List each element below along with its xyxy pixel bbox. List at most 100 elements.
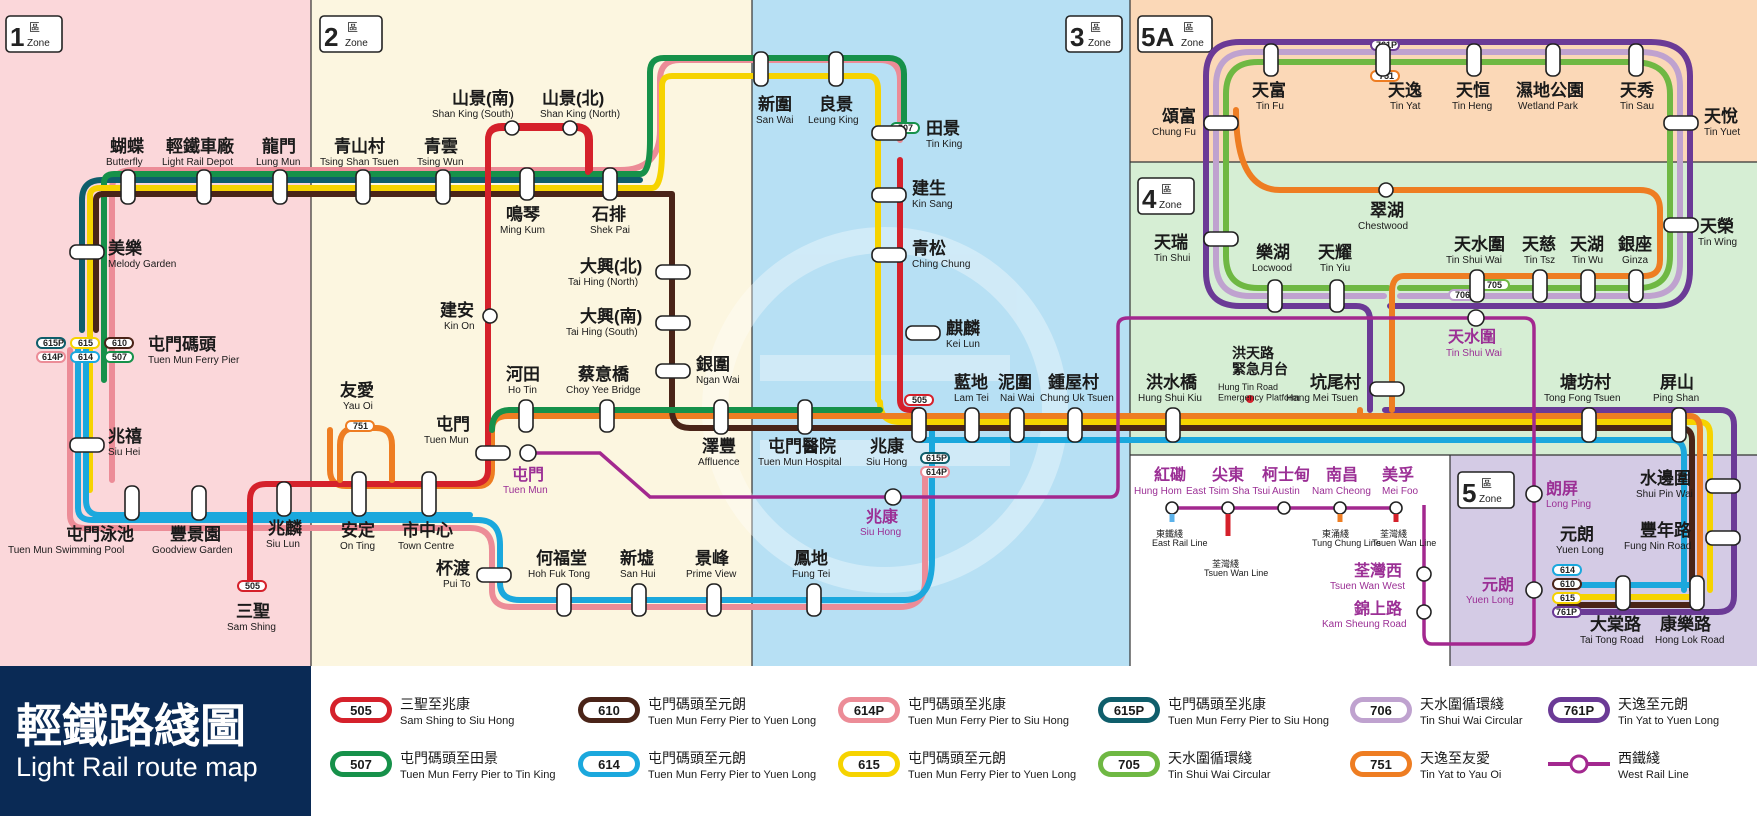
stop-shek-pai[interactable] [602,167,618,201]
zone-number: 1 [10,22,24,52]
stop-ho-tin[interactable] [518,399,534,433]
west-rail-station-zh: 元朗 [1482,575,1514,594]
stop-lung-mun[interactable] [272,169,288,205]
stop-tin-shui[interactable] [1203,231,1239,247]
station-name-en: Tin Shui Wai [1446,255,1502,266]
stop-tai-tong-road[interactable] [1615,575,1631,611]
station-name-en: Melody Garden [108,259,176,270]
wr-stop-siu-hong[interactable] [884,488,902,506]
stop-choy-yee-bridge[interactable] [599,399,615,433]
stop-shan-king-south[interactable] [504,120,520,136]
stop-ching-chung[interactable] [871,247,907,263]
station-name-zh: 蝴蝶 [110,136,145,156]
station-name-en: Prime View [686,569,737,580]
stop-tsing-shan-tsuen[interactable] [355,169,371,205]
stop-town-centre[interactable] [421,471,437,517]
zone-number: 4 [1142,184,1157,214]
stop-tuen-mun[interactable] [475,445,511,461]
stop-tin-yuet[interactable] [1663,115,1699,131]
stop-tong-fong-tsuen[interactable] [1581,407,1597,443]
route-lines [67,39,1737,615]
west-rail-station-en: Hung Hom [1134,486,1182,497]
stop-kin-sang[interactable] [871,187,907,203]
stop-tin-shui-wai[interactable] [1469,269,1485,303]
stop-tai-hing-north[interactable] [655,264,691,280]
stop-siu-hei[interactable] [69,437,105,453]
stop-tin-wu[interactable] [1580,269,1596,303]
wr-stop-tuen-mun[interactable] [519,444,537,462]
route-line-614 [83,337,473,518]
stop-ping-shan[interactable] [1671,407,1687,443]
stop-hang-mei-tsuen[interactable] [1369,381,1405,397]
stop-siu-lun[interactable] [276,481,292,517]
stop-shui-pin-wai[interactable] [1705,478,1741,494]
stop-chestwood[interactable] [1378,182,1394,198]
stop-melody-garden[interactable] [69,244,105,260]
stop-swimming-pool[interactable] [124,485,140,521]
stop-hung-tin-road[interactable] [1246,395,1254,403]
legend-description-en: Tin Yat to Yuen Long [1618,715,1719,727]
stop-affluence[interactable] [713,399,729,435]
stop-tin-wing[interactable] [1663,217,1699,233]
stop-wetland-park[interactable] [1545,43,1561,77]
stop-san-wai[interactable] [753,51,769,87]
wr-stop-kam-sheung-road[interactable] [1416,604,1432,620]
stop-tsing-wun[interactable] [435,169,451,205]
station-name-en: Locwood [1252,263,1292,274]
zone-number: 2 [324,22,338,52]
stop-chung-uk-tsuen[interactable] [1067,407,1083,443]
station-name-zh: 銀圍 [696,354,730,374]
wr-stop-austin[interactable] [1277,501,1291,515]
wr-stop-hung-hom[interactable] [1165,501,1179,515]
stop-fung-tei[interactable] [806,583,822,617]
stop-nai-wai[interactable] [1009,407,1025,443]
stop-butterfly[interactable] [120,169,136,205]
stop-on-ting[interactable] [351,471,367,517]
stop-hong-lok-road[interactable] [1689,575,1705,611]
west-rail-station-en: Mei Foo [1382,486,1419,497]
stop-goodview-garden[interactable] [191,485,207,521]
wr-stop-yuen-long[interactable] [1525,581,1543,599]
legend-description-en: Tuen Mun Ferry Pier to Yuen Long [908,769,1076,781]
stop-tuen-mun-hospital[interactable] [797,399,813,435]
wr-stop-tsuen-wan-west[interactable] [1416,566,1432,582]
wr-stop-long-ping[interactable] [1525,485,1543,503]
badge-615: 615 [70,337,100,349]
stop-kin-on[interactable] [482,308,498,324]
stop-tin-yiu[interactable] [1329,279,1345,313]
stop-siu-hong[interactable] [911,407,927,443]
svg-text:615P: 615P [926,453,947,463]
stop-tin-tsz[interactable] [1532,269,1548,303]
stop-ginza[interactable] [1628,269,1644,303]
wr-stop-nam-cheong[interactable] [1333,501,1347,515]
route-line-614-south [75,347,935,603]
stop-tin-yat[interactable] [1375,43,1391,77]
stop-chung-fu[interactable] [1203,115,1239,131]
stop-tin-heng[interactable] [1466,43,1482,77]
wr-stop-east-tsim-sha-tsui[interactable] [1221,501,1235,515]
stop-kei-lun[interactable] [905,325,941,341]
stop-tin-fu[interactable] [1263,43,1279,77]
stop-fung-nin-road[interactable] [1705,530,1741,546]
stop-shan-king-north[interactable] [562,120,578,136]
stop-tai-hing-south[interactable] [655,315,691,331]
stop-san-hui[interactable] [631,583,647,617]
stop-ngan-wai[interactable] [655,363,691,379]
stop-hoh-fuk-tong[interactable] [556,583,572,617]
stop-light-rail-depot[interactable] [196,169,212,205]
interchange-line-zh: 荃灣綫 [1380,528,1407,539]
stop-ming-kum[interactable] [519,167,535,201]
stop-tin-king[interactable] [871,125,907,141]
wr-stop-mei-foo[interactable] [1389,501,1403,515]
zone-label-3: 3 區 Zone [1065,15,1123,53]
stop-pui-to[interactable] [476,567,512,583]
stop-tin-sau[interactable] [1628,43,1644,77]
stop-lam-tei[interactable] [964,407,980,443]
station-name-zh: 天瑞 [1154,233,1188,252]
wr-stop-tin-shui-wai[interactable] [1467,309,1485,327]
stop-hung-shui-kiu[interactable] [1165,407,1181,443]
stop-leung-king[interactable] [828,51,844,87]
stop-locwood[interactable] [1267,279,1283,313]
stop-prime-view[interactable] [706,583,722,617]
